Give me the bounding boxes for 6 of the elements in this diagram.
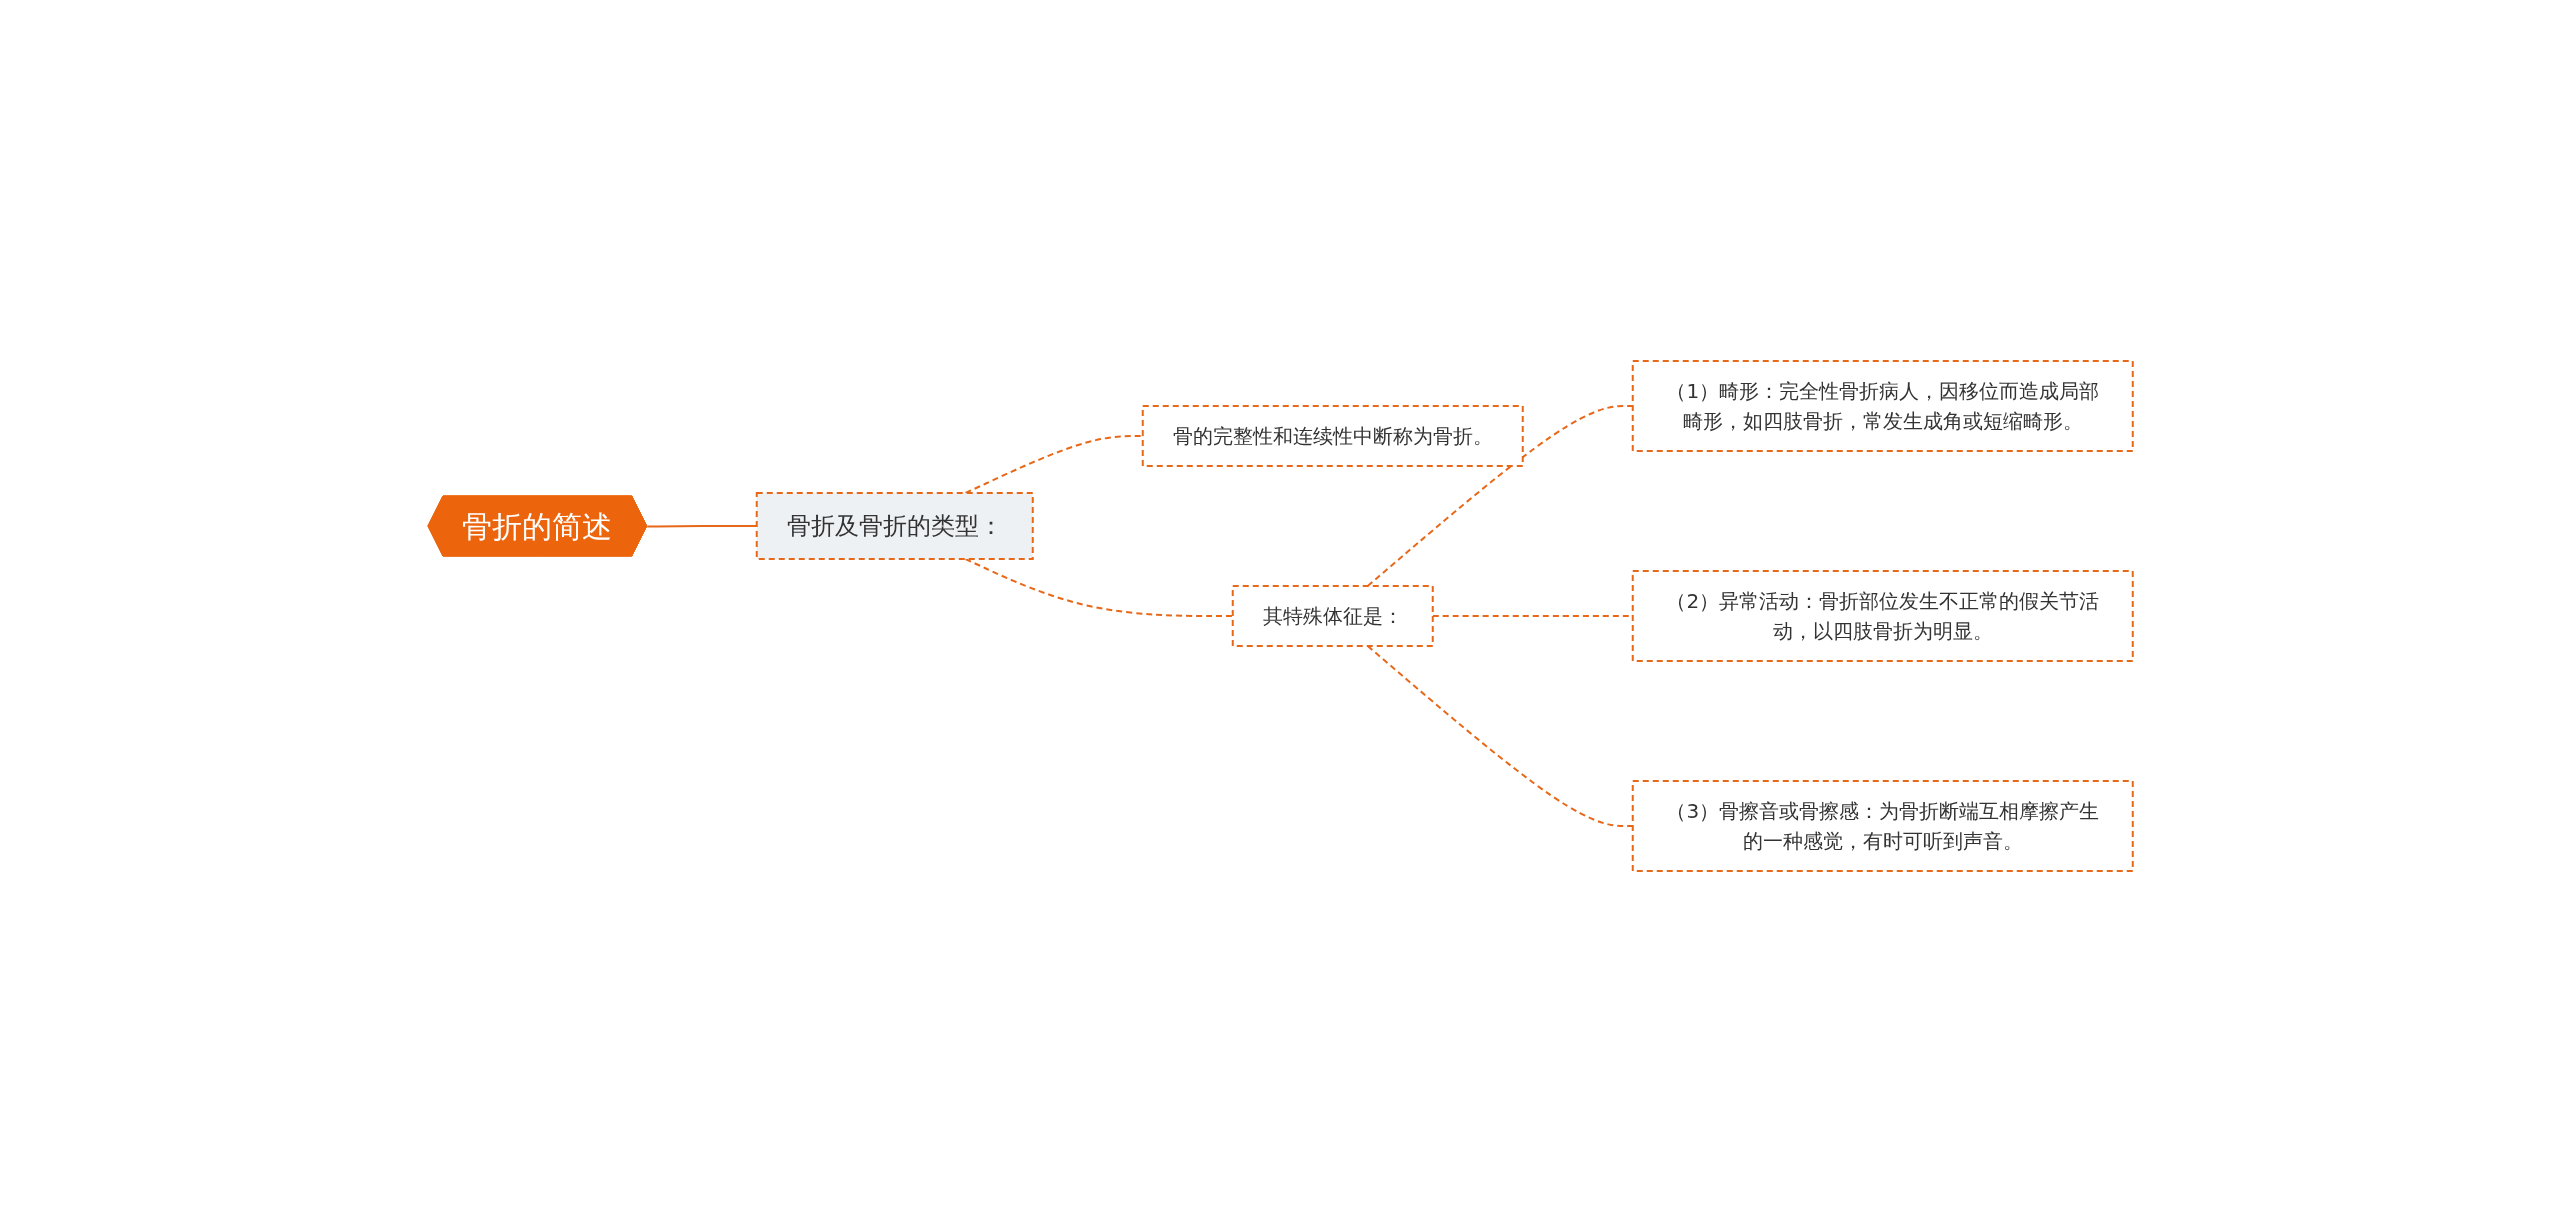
node-box: 骨的完整性和连续性中断称为骨折。 (1141, 404, 1524, 467)
node-box: 其特殊体征是： (1231, 584, 1434, 647)
node-box: （3）骨擦音或骨擦感：为骨折断端互相摩擦产生的一种感觉，有时可听到声音。 (1631, 779, 2134, 872)
node-box: （2）异常活动：骨折部位发生不正常的假关节活动，以四肢骨折为明显。 (1631, 569, 2134, 662)
node-box: 骨折及骨折的类型： (755, 491, 1034, 560)
node-box: （1）畸形：完全性骨折病人，因移位而造成局部畸形，如四肢骨折，常发生成角或短缩畸形。 (1631, 359, 2134, 452)
